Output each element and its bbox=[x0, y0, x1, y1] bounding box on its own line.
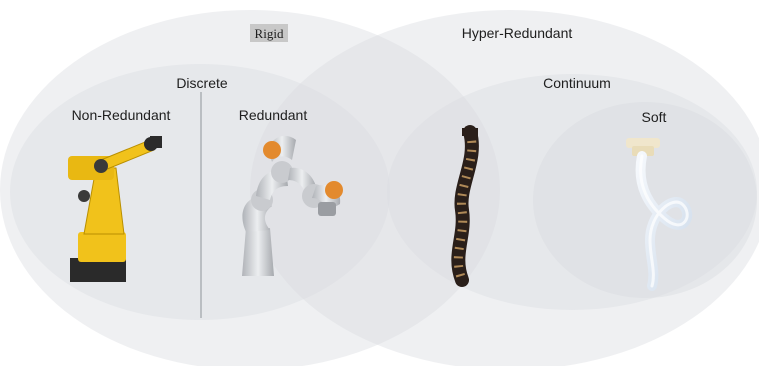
rigid-label-box bbox=[250, 24, 288, 42]
redundant-label: Redundant bbox=[239, 107, 308, 123]
industrial-arm-image bbox=[68, 136, 162, 282]
discrete-label: Discrete bbox=[176, 75, 228, 91]
snake-robot-image bbox=[451, 125, 479, 287]
non-redundant-label: Non-Redundant bbox=[72, 107, 171, 123]
continuum-region bbox=[387, 74, 757, 310]
soft-tentacle-image bbox=[626, 138, 693, 291]
soft-label: Soft bbox=[642, 109, 667, 125]
rigid-label: Rigid bbox=[255, 26, 284, 41]
hyper-redundant-region bbox=[250, 10, 759, 370]
continuum-label: Continuum bbox=[543, 75, 611, 91]
collaborative-arm-image bbox=[242, 135, 343, 276]
hyper-redundant-label: Hyper-Redundant bbox=[462, 25, 573, 41]
